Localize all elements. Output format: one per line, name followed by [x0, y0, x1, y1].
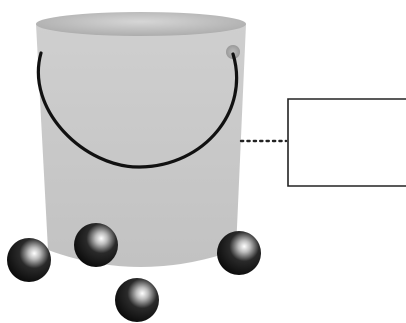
handle-pivot-icon [226, 45, 240, 59]
ball-icon [7, 238, 51, 282]
bucket-rim [36, 12, 246, 36]
ball-icon [115, 278, 159, 322]
bucket-handle-icon [36, 51, 239, 169]
bucket-icon [36, 12, 246, 267]
ball-icon [217, 231, 261, 275]
bucket-body [36, 24, 246, 267]
label-box [287, 98, 406, 187]
ball-icon [74, 223, 118, 267]
